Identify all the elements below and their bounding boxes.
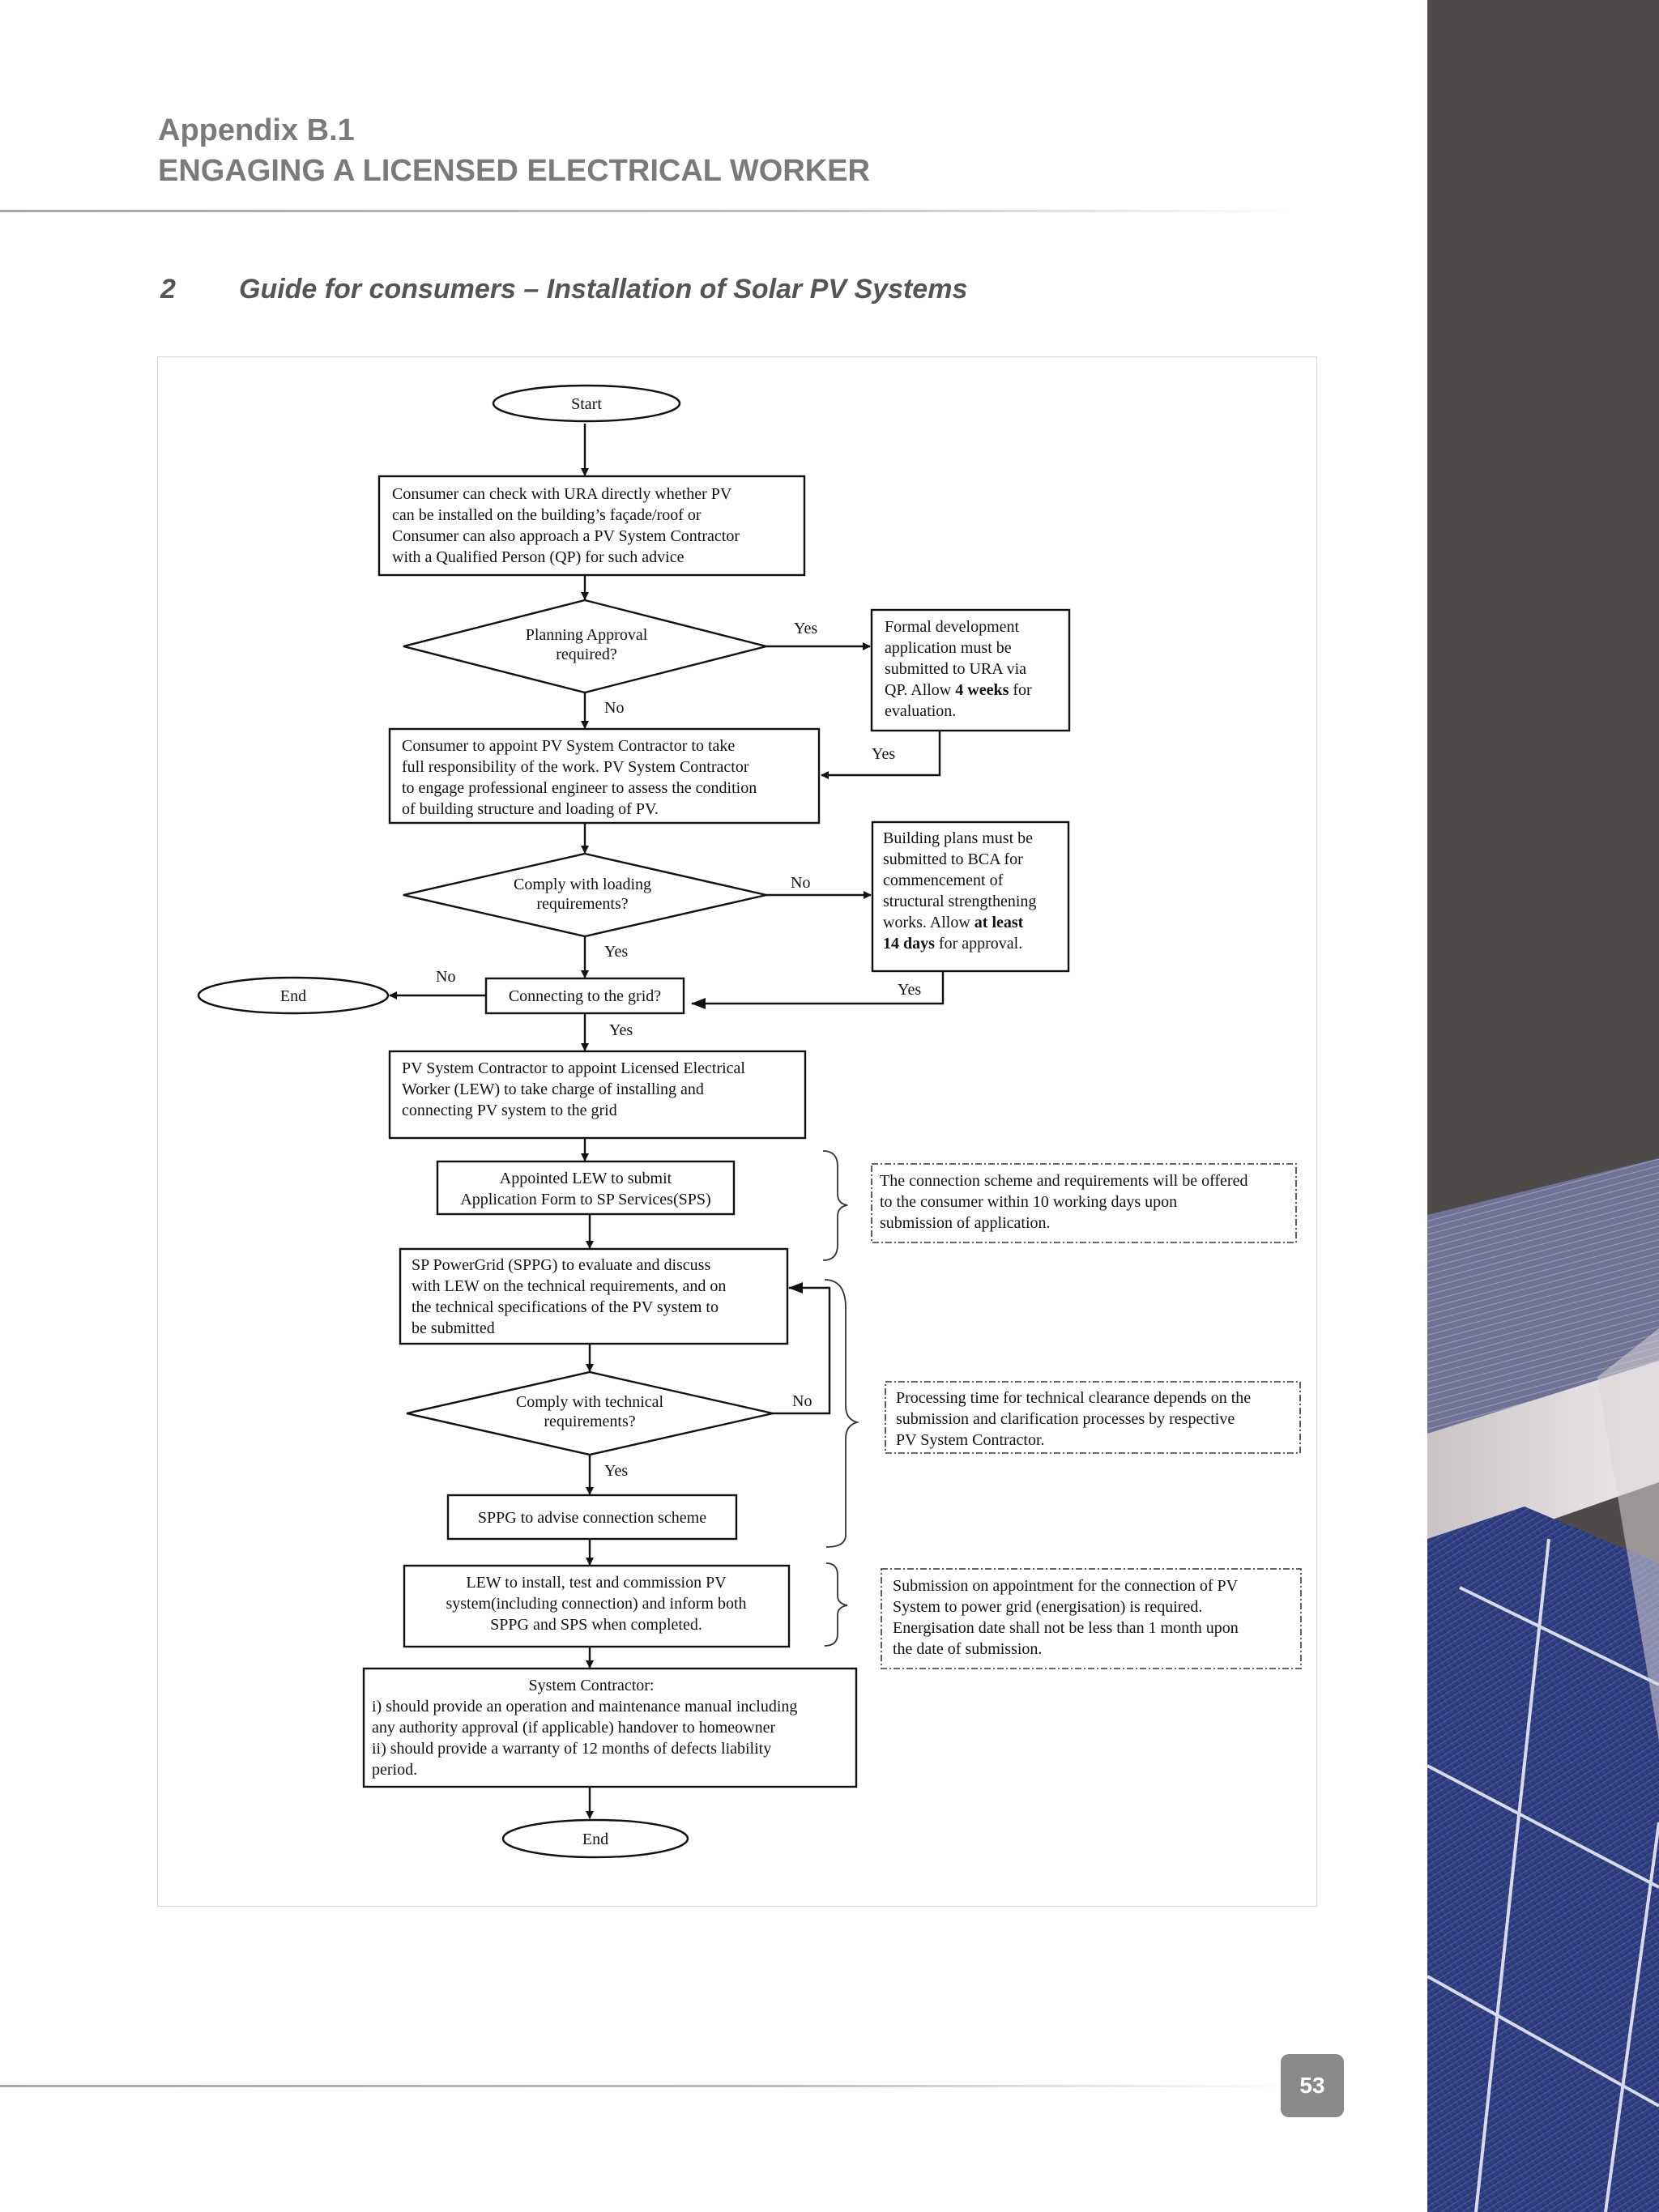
svg-text:Planning Approval: Planning Approval bbox=[526, 626, 648, 644]
svg-text:End: End bbox=[280, 987, 306, 1005]
label-no-loading: No bbox=[791, 874, 810, 892]
svg-text:the technical specifications o: the technical specifications of the PV s… bbox=[412, 1298, 719, 1316]
note-processing-time: Processing time for technical clearance … bbox=[885, 1382, 1300, 1453]
svg-text:LEW to install, test and commi: LEW to install, test and commission PV bbox=[466, 1574, 727, 1592]
svg-text:any authority approval (if app: any authority approval (if applicable) h… bbox=[372, 1719, 775, 1737]
svg-text:period.: period. bbox=[372, 1761, 417, 1779]
svg-text:submission of application.: submission of application. bbox=[880, 1214, 1051, 1232]
svg-text:submission and clarification p: submission and clarification processes b… bbox=[896, 1410, 1235, 1428]
svg-text:Application Form to SP Service: Application Form to SP Services(SPS) bbox=[460, 1191, 710, 1208]
box-bca-building-plans: Building plans must be submitted to BCA … bbox=[872, 822, 1068, 971]
decision-technical-requirements: Comply with technical requirements? bbox=[407, 1372, 773, 1455]
page-number: 53 bbox=[1281, 2054, 1344, 2117]
svg-text:commencement of: commencement of bbox=[883, 872, 1004, 889]
svg-text:End: End bbox=[582, 1831, 608, 1848]
svg-text:i) should provide an operation: i) should provide an operation and maint… bbox=[372, 1698, 797, 1715]
svg-text:connecting PV system to the gr: connecting PV system to the grid bbox=[402, 1102, 617, 1119]
step-appoint-lew: PV System Contractor to appoint Licensed… bbox=[390, 1051, 805, 1138]
label-yes-bca: Yes bbox=[898, 981, 921, 999]
top-divider bbox=[0, 210, 1296, 212]
svg-text:Comply with technical: Comply with technical bbox=[516, 1393, 664, 1411]
svg-text:submitted to URA via: submitted to URA via bbox=[885, 660, 1026, 678]
label-yes-planning: Yes bbox=[794, 620, 817, 637]
section-title: Guide for consumers – Installation of So… bbox=[239, 274, 967, 305]
svg-text:with a Qualified Person (QP) f: with a Qualified Person (QP) for such ad… bbox=[392, 548, 684, 566]
appendix-label: Appendix B.1 bbox=[158, 113, 355, 148]
bottom-divider bbox=[0, 2085, 1296, 2087]
decision-loading-requirements: Comply with loading requirements? bbox=[403, 854, 766, 936]
svg-text:Consumer can also approach a P: Consumer can also approach a PV System C… bbox=[392, 527, 740, 545]
solar-panel-photo bbox=[1427, 0, 1659, 2212]
step-system-contractor: System Contractor: i) should provide an … bbox=[364, 1669, 856, 1787]
end-terminal-left: End bbox=[198, 978, 388, 1013]
svg-text:Consumer can check with URA di: Consumer can check with URA directly whe… bbox=[392, 485, 732, 503]
label-yes-loading: Yes bbox=[604, 943, 628, 961]
label-no-planning: No bbox=[604, 699, 624, 717]
installation-flowchart: Start Consumer can check with URA direct… bbox=[157, 356, 1317, 1907]
svg-text:Energisation date shall not be: Energisation date shall not be less than… bbox=[893, 1619, 1239, 1637]
note-energisation: Submission on appointment for the connec… bbox=[881, 1569, 1301, 1669]
step-submit-application: Appointed LEW to submit Application Form… bbox=[437, 1161, 734, 1214]
svg-text:Comply with loading: Comply with loading bbox=[514, 876, 651, 893]
svg-text:can be installed on the buildi: can be installed on the building’s façad… bbox=[392, 506, 702, 524]
svg-text:Start: Start bbox=[571, 395, 602, 413]
label-yes-formal: Yes bbox=[872, 745, 895, 763]
svg-text:SPPG to advise connection sche: SPPG to advise connection scheme bbox=[478, 1509, 706, 1527]
decision-planning-approval: Planning Approval required? bbox=[403, 600, 766, 693]
svg-text:the date of submission.: the date of submission. bbox=[893, 1640, 1042, 1658]
svg-text:evaluation.: evaluation. bbox=[885, 702, 956, 720]
step-check-ura: Consumer can check with URA directly whe… bbox=[379, 476, 804, 575]
svg-text:application must be: application must be bbox=[885, 639, 1012, 657]
svg-text:Formal development: Formal development bbox=[885, 618, 1020, 636]
svg-text:to the consumer within 10 work: to the consumer within 10 working days u… bbox=[880, 1193, 1177, 1211]
svg-text:with LEW on the technical requ: with LEW on the technical requirements, … bbox=[412, 1277, 726, 1295]
svg-text:to engage professional enginee: to engage professional engineer to asses… bbox=[402, 779, 757, 797]
svg-text:QP. Allow 4 weeks for: QP. Allow 4 weeks for bbox=[885, 681, 1032, 699]
svg-text:Connecting to the grid?: Connecting to the grid? bbox=[509, 987, 661, 1005]
annotation-braces bbox=[823, 1151, 857, 1646]
svg-text:requirements?: requirements? bbox=[544, 1413, 635, 1430]
svg-text:Appointed LEW to submit: Appointed LEW to submit bbox=[500, 1170, 672, 1187]
svg-text:of building structure and load: of building structure and loading of PV. bbox=[402, 800, 659, 818]
svg-text:works. Allow at least: works. Allow at least bbox=[883, 914, 1024, 931]
svg-text:Submission on appointment for: Submission on appointment for the connec… bbox=[893, 1577, 1239, 1595]
svg-text:PV System Contractor.: PV System Contractor. bbox=[896, 1431, 1045, 1449]
step-sppg-evaluate: SP PowerGrid (SPPG) to evaluate and disc… bbox=[400, 1249, 787, 1344]
section-number: 2 bbox=[160, 274, 176, 305]
svg-text:Consumer to appoint PV System: Consumer to appoint PV System Contractor… bbox=[402, 737, 735, 755]
start-terminal: Start bbox=[493, 386, 680, 421]
svg-text:full responsibility of the wor: full responsibility of the work. PV Syst… bbox=[402, 758, 749, 776]
svg-text:SP PowerGrid (SPPG) to evaluat: SP PowerGrid (SPPG) to evaluate and disc… bbox=[412, 1256, 710, 1274]
label-no-technical: No bbox=[792, 1392, 812, 1410]
decision-connecting-grid: Connecting to the grid? bbox=[486, 978, 684, 1013]
svg-text:SPPG and SPS when completed.: SPPG and SPS when completed. bbox=[490, 1616, 702, 1634]
svg-text:submitted to BCA for: submitted to BCA for bbox=[883, 850, 1023, 868]
label-no-grid: No bbox=[436, 968, 455, 986]
svg-text:system(including connection) a: system(including connection) and inform … bbox=[446, 1595, 746, 1613]
note-connection-scheme: The connection scheme and requirements w… bbox=[872, 1164, 1296, 1242]
step-install-commission: LEW to install, test and commission PV s… bbox=[404, 1566, 789, 1647]
svg-text:System Contractor:: System Contractor: bbox=[529, 1677, 655, 1694]
page-title: ENGAGING A LICENSED ELECTRICAL WORKER bbox=[158, 154, 870, 189]
svg-text:Worker (LEW) to take charge of: Worker (LEW) to take charge of installin… bbox=[402, 1080, 704, 1098]
svg-text:The connection scheme and requ: The connection scheme and requirements w… bbox=[880, 1172, 1247, 1190]
box-formal-development: Formal development application must be s… bbox=[872, 610, 1069, 731]
svg-text:requirements?: requirements? bbox=[536, 895, 628, 913]
svg-text:Building plans must be: Building plans must be bbox=[883, 829, 1033, 847]
label-yes-grid: Yes bbox=[609, 1021, 633, 1039]
svg-text:be submitted: be submitted bbox=[412, 1319, 495, 1337]
step-appoint-contractor: Consumer to appoint PV System Contractor… bbox=[390, 729, 819, 823]
svg-text:14 days for approval.: 14 days for approval. bbox=[883, 935, 1022, 953]
svg-text:Processing time for technical: Processing time for technical clearance … bbox=[896, 1389, 1251, 1407]
svg-text:System to power grid (energisa: System to power grid (energisation) is r… bbox=[893, 1598, 1202, 1616]
svg-text:required?: required? bbox=[556, 646, 617, 663]
svg-text:structural strengthening: structural strengthening bbox=[883, 893, 1036, 910]
label-yes-technical: Yes bbox=[604, 1462, 628, 1480]
svg-text:ii) should provide a warranty: ii) should provide a warranty of 12 mont… bbox=[372, 1740, 771, 1758]
end-terminal: End bbox=[503, 1820, 688, 1857]
svg-text:PV System Contractor to appoin: PV System Contractor to appoint Licensed… bbox=[402, 1059, 745, 1077]
step-advise-scheme: SPPG to advise connection scheme bbox=[448, 1495, 736, 1539]
